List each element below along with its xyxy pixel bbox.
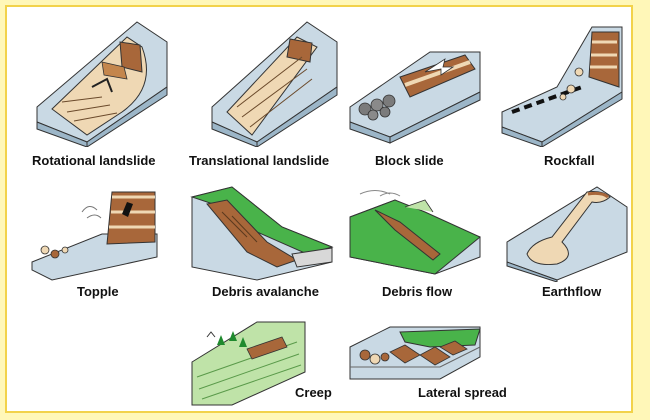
topple-panel: Topple — [27, 182, 162, 312]
translational-landslide-label: Translational landslide — [189, 153, 330, 168]
translational-landslide-panel: Translational landslide — [189, 17, 342, 172]
debris-flow-illustration — [349, 190, 481, 275]
rotational-landslide-illustration — [36, 21, 168, 147]
creep-panel: Creep — [187, 317, 342, 412]
rotational-landslide-label: Rotational landslide — [32, 153, 156, 168]
rotational-landslide-panel: Rotational landslide — [32, 17, 172, 172]
debris-flow-label: Debris flow — [382, 284, 453, 299]
topple-illustration — [31, 191, 158, 281]
debris-avalanche-label: Debris avalanche — [212, 284, 319, 299]
earthflow-label: Earthflow — [542, 284, 602, 299]
block-slide-illustration — [349, 51, 481, 144]
figure-frame: Rotational landslide Translational lands… — [5, 5, 633, 413]
lateral-spread-panel: Lateral spread — [345, 317, 515, 412]
rockfall-illustration — [501, 26, 623, 147]
debris-avalanche-panel: Debris avalanche — [187, 182, 337, 312]
rockfall-label: Rockfall — [544, 153, 595, 168]
creep-label: Creep — [295, 385, 332, 400]
creep-illustration — [191, 321, 306, 406]
debris-avalanche-illustration — [190, 186, 334, 281]
earthflow-illustration — [506, 186, 628, 282]
block-slide-panel: Block slide — [345, 17, 485, 172]
debris-flow-panel: Debris flow — [345, 182, 485, 312]
earthflow-panel: Earthflow — [502, 182, 632, 312]
rockfall-panel: Rockfall — [497, 17, 627, 172]
translational-landslide-illustration — [211, 21, 338, 147]
block-slide-label: Block slide — [375, 153, 444, 168]
lateral-spread-illustration — [349, 326, 481, 380]
lateral-spread-label: Lateral spread — [418, 385, 507, 400]
topple-label: Topple — [77, 284, 119, 299]
